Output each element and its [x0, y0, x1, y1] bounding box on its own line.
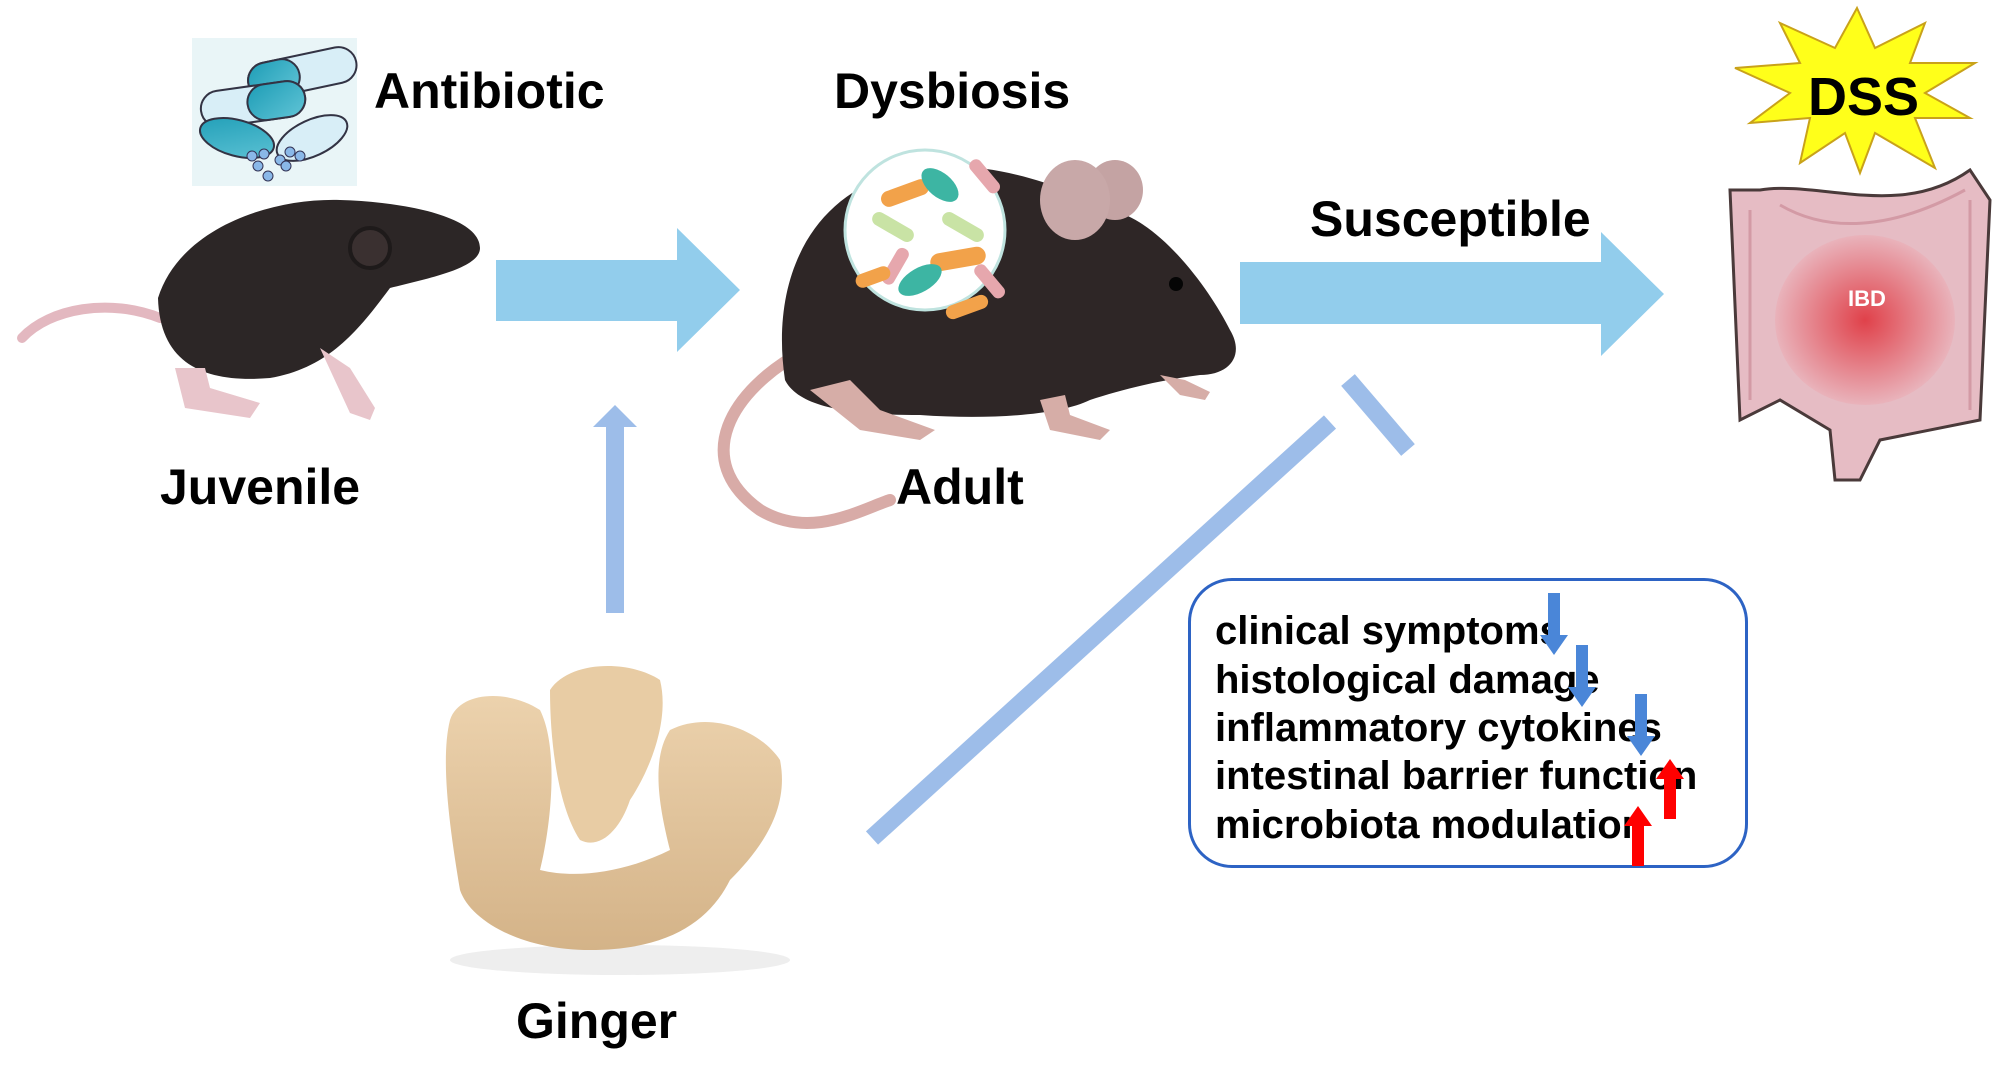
- juvenile-mouse-illustration: [17, 199, 480, 420]
- dss-starburst-icon: [1734, 5, 1979, 176]
- ginger-upward-arrow: [593, 405, 637, 613]
- effect-item-histological-damage: histological damage: [1215, 660, 1600, 700]
- ginger-label: Ginger: [516, 993, 678, 1049]
- dss-label: DSS: [1808, 67, 1920, 127]
- effect-item-intestinal-barrier: intestinal barrier function: [1215, 756, 1697, 796]
- colon-ibd-illustration: [1728, 167, 1992, 482]
- antibiotic-capsules-icon: [192, 38, 358, 186]
- adult-mouse-illustration: [717, 148, 1236, 529]
- effect-item-inflammatory-cytokines: inflammatory cytokines: [1215, 708, 1662, 748]
- effect-item-microbiota-modulation: microbiota modulation: [1215, 805, 1646, 845]
- down-arrow-icon: [1540, 593, 1568, 655]
- microbiota-circle-icon: [843, 148, 1007, 320]
- dysbiosis-label: Dysbiosis: [834, 63, 1071, 119]
- juvenile-label: Juvenile: [160, 459, 361, 515]
- effect-text: histological damage: [1215, 658, 1600, 702]
- susceptible-arrow: [1240, 232, 1664, 356]
- adult-label: Adult: [896, 459, 1024, 515]
- effect-text: intestinal barrier function: [1215, 754, 1698, 798]
- ibd-label: IBD: [1848, 286, 1886, 311]
- inhibition-line: [865, 374, 1415, 845]
- effect-text: microbiota modulation: [1215, 803, 1647, 847]
- effect-text: clinical symptoms: [1215, 609, 1562, 653]
- down-arrow-icon: [1627, 694, 1655, 756]
- susceptible-label: Susceptible: [1310, 191, 1591, 247]
- up-arrow-icon: [1624, 806, 1652, 866]
- effects-box: clinical symptoms histological damage in…: [1188, 578, 1748, 868]
- progression-arrow-1: [496, 228, 740, 352]
- down-arrow-icon: [1568, 645, 1596, 707]
- up-arrow-icon: [1656, 759, 1684, 819]
- ginger-root-illustration: [445, 666, 790, 975]
- effect-text: inflammatory cytokines: [1215, 706, 1662, 750]
- antibiotic-label: Antibiotic: [374, 63, 605, 119]
- effect-item-clinical-symptoms: clinical symptoms: [1215, 611, 1562, 651]
